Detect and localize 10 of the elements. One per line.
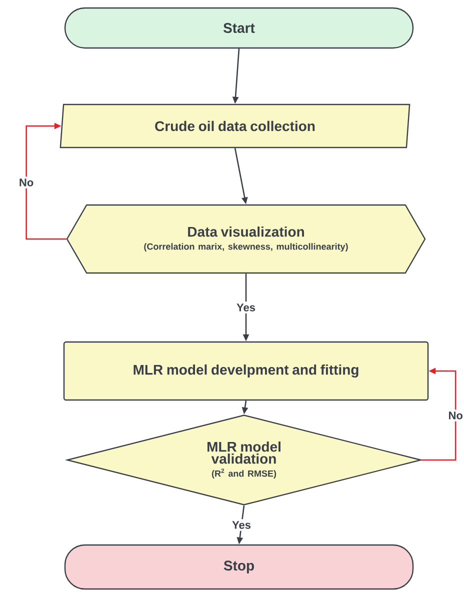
input-parallelogram: Crude oil data collection — [60, 104, 410, 148]
edge-label: No — [16, 176, 36, 188]
process-box: MLR model develpment and fitting — [63, 341, 429, 401]
edge-label: No — [446, 410, 464, 422]
start-terminal: Start — [64, 7, 414, 49]
arrow — [26, 122, 66, 240]
edge-label: Yes — [230, 519, 253, 531]
edge-label: Yes — [234, 302, 258, 314]
decision-hexagon: Data visualization (Correlation marix, skewness, multicollinearity) — [66, 204, 426, 274]
stop-terminal: Stop — [64, 544, 414, 590]
